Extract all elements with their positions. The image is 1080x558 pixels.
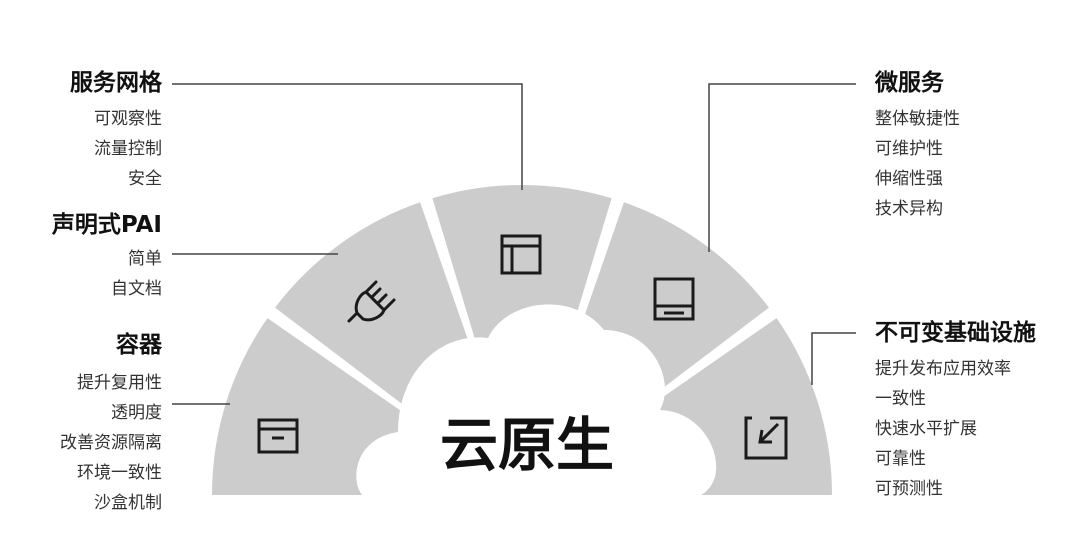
connector-immutable [811, 332, 856, 385]
group-title: 容器 [116, 332, 162, 358]
monitor-icon [653, 277, 695, 321]
window-icon [500, 234, 542, 275]
group-item: 提升复用性 [77, 373, 162, 393]
group-declarative-api: 声明式PAI 简单 自文档 [52, 210, 162, 304]
group-item: 沙盒机制 [94, 493, 162, 513]
group-item: 改善资源隔离 [60, 433, 162, 453]
connector-mesh [172, 83, 523, 190]
center-title: 云原生 [440, 411, 614, 479]
group-item: 提升发布应用效率 [875, 359, 1011, 379]
group-title: 微服务 [875, 70, 944, 96]
box-icon [257, 418, 299, 454]
group-item: 一致性 [875, 389, 926, 409]
external-arrow-icon [744, 416, 788, 460]
group-title: 服务网格 [70, 70, 162, 96]
group-item: 可观察性 [94, 109, 162, 129]
group-title: 声明式PAI [51, 212, 162, 238]
connector-microservices [708, 83, 856, 252]
group-item: 透明度 [111, 403, 162, 423]
plug-icon [347, 280, 396, 323]
group-service-mesh: 服务网格 可观察性 流量控制 安全 [70, 68, 162, 194]
group-item: 环境一致性 [77, 463, 162, 483]
group-item: 流量控制 [94, 139, 162, 159]
group-microservices: 微服务 整体敏捷性 可维护性 伸缩性强 技术异构 [875, 68, 960, 224]
group-item: 整体敏捷性 [875, 109, 960, 129]
group-item: 简单 [128, 249, 162, 269]
group-item: 可靠性 [875, 449, 926, 469]
group-item: 快速水平扩展 [875, 419, 977, 439]
group-item: 可预测性 [875, 479, 943, 499]
group-container: 容器 提升复用性 透明度 改善资源隔离 环境一致性 沙盒机制 [60, 330, 162, 518]
group-title: 不可变基础设施 [875, 320, 1036, 346]
group-item: 可维护性 [875, 139, 943, 159]
connector-lines [172, 83, 856, 405]
group-item: 技术异构 [875, 199, 943, 219]
group-immutable-infrastructure: 不可变基础设施 提升发布应用效率 一致性 快速水平扩展 可靠性 可预测性 [875, 318, 1036, 504]
group-item: 伸缩性强 [875, 169, 943, 189]
group-item: 自文档 [111, 279, 162, 299]
group-item: 安全 [128, 169, 162, 189]
center-cloud: 云原生 [356, 304, 717, 500]
